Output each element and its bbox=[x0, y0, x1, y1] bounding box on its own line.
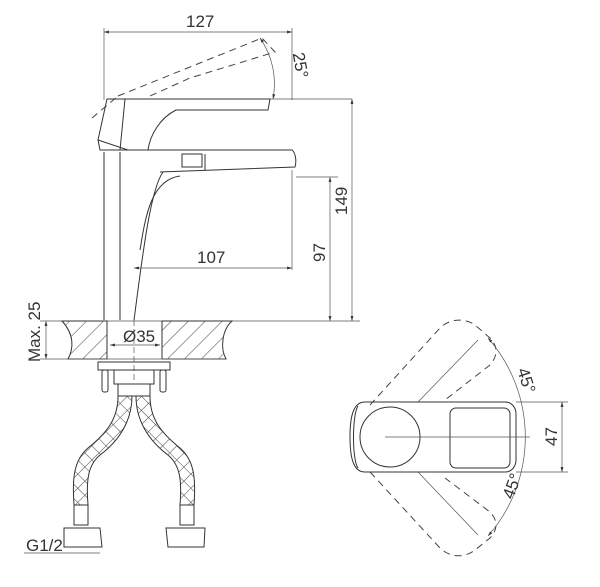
dim-label-47: 47 bbox=[542, 427, 561, 446]
spout-front bbox=[133, 171, 164, 321]
dimension-97: 97 bbox=[296, 176, 338, 321]
raised-handle-outline bbox=[117, 37, 276, 97]
dim-label-45-bottom: 45° bbox=[499, 471, 526, 502]
top-spout-rect bbox=[449, 407, 511, 469]
dim-label-25deg: 25° bbox=[289, 51, 312, 80]
countertop-section bbox=[60, 320, 234, 360]
spout-top bbox=[100, 149, 297, 173]
dimension-diameter-35: Ø35 bbox=[110, 320, 160, 380]
top-view: 45° 45° 47 bbox=[349, 319, 568, 557]
dim-label-97: 97 bbox=[310, 243, 329, 262]
rotated-outline-up bbox=[369, 319, 497, 406]
dimension-107: 107 bbox=[134, 170, 293, 270]
aerator bbox=[181, 153, 203, 168]
rotated-outline-down bbox=[369, 471, 497, 557]
dim-label-149: 149 bbox=[332, 187, 351, 215]
hose-nut-right bbox=[165, 527, 206, 548]
dimension-max-25: Max. 25 bbox=[25, 302, 62, 362]
hose-nut-left bbox=[63, 527, 103, 548]
dimension-127: 127 bbox=[103, 12, 293, 100]
side-view: 127 25° 149 97 bbox=[24, 12, 360, 555]
dim-label-max-25: Max. 25 bbox=[25, 302, 44, 362]
mounting-nut bbox=[97, 361, 171, 397]
top-body bbox=[349, 401, 517, 473]
thread-label: G1/2 bbox=[24, 536, 100, 555]
dim-label-107: 107 bbox=[197, 248, 225, 267]
dim-label-127: 127 bbox=[186, 12, 214, 31]
dim-label-diameter: Ø35 bbox=[123, 327, 155, 346]
flexible-hoses bbox=[63, 395, 206, 548]
dim-label-g12: G1/2 bbox=[26, 536, 63, 555]
dim-label-45-top: 45° bbox=[513, 365, 539, 395]
dimension-25deg: 25° bbox=[180, 37, 352, 100]
dimension-149: 149 bbox=[332, 99, 354, 321]
